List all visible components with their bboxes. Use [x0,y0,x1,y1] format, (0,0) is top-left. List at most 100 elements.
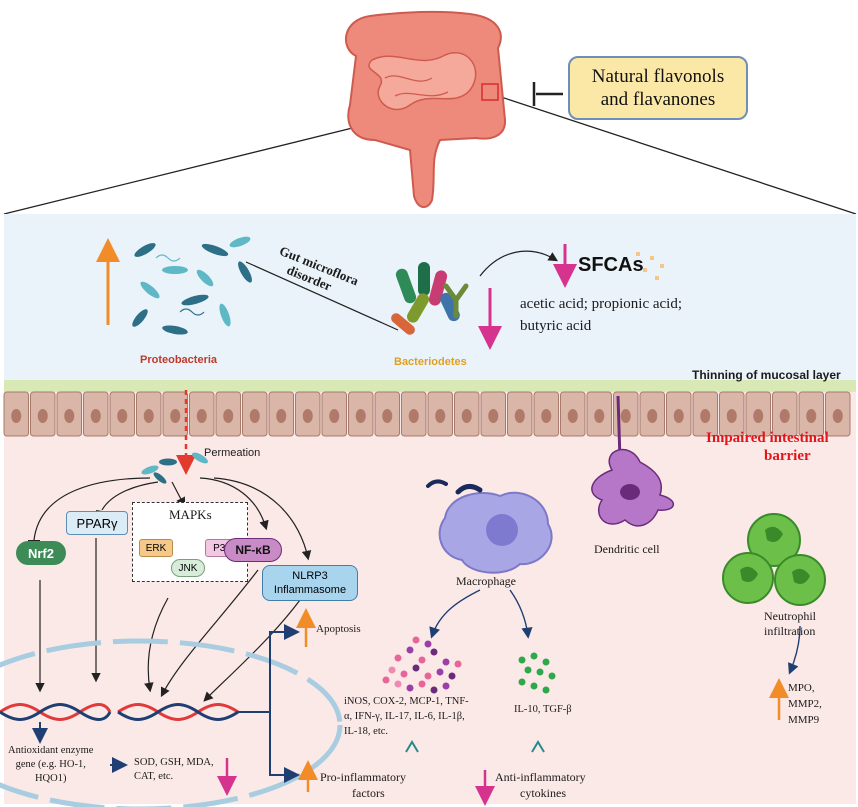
nlrp3-node: NLRP3 Inflammasome [262,565,358,601]
epithelial-nucleus [329,409,340,423]
epithelial-nucleus [382,409,393,423]
dendritic-cell [591,395,674,527]
epithelial-nucleus [753,409,764,423]
epithelial-nucleus [117,409,128,423]
zoom-box [481,83,499,101]
dna-helix-right [117,703,239,721]
sfca-acids-line-1: acetic acid; propionic acid; [520,296,683,312]
epithelial-nucleus [276,409,287,423]
apoptosis-label: Apoptosis [316,623,361,635]
markers-list: MPO, MMP2, MMP9 [788,680,822,728]
pro-inflammatory-dot [394,680,402,688]
proteobacteria-cluster [132,236,252,335]
tissue-bacteria [141,452,208,484]
epithelial-nucleus [726,409,737,423]
impaired-barrier-line-1: Impaired intestinal [706,430,829,446]
neutrophil-cluster [722,513,826,606]
pro-inflammatory-dot [406,684,414,692]
pro-inflammatory-dot [442,658,450,666]
epithelial-nucleus [223,409,234,423]
epithelial-nucleus [302,409,313,423]
pro-inflammatory-dot [382,676,390,684]
pro-list-line-1: iNOS, COX-2, MCP-1, TNF- [344,696,469,707]
antioxidant-enzyme-label: SOD, GSH, MDA, CAT, etc. [134,756,214,784]
bacteriodetes-cluster [391,262,469,335]
pro-inflammatory-dot [400,670,408,678]
nucleus-membrane [0,638,343,807]
epithelial-nucleus [196,409,207,423]
pro-inflammatory-dot [424,672,432,680]
mapks-title: MAPKs [169,507,212,522]
proteobacteria-label: Proteobacteria [140,354,218,366]
epithelial-nucleus [488,409,499,423]
epithelial-nucleus [779,409,790,423]
epithelial-nucleus [594,409,605,423]
antioxidant-enzyme-line-2: CAT, etc. [134,771,174,782]
nrf2-node: Nrf2 [16,541,66,565]
epithelial-nucleus [170,409,181,423]
sfca-title: SFCAs [578,254,644,276]
epithelial-nucleus [673,409,684,423]
nfkb-node: NF-κB [224,538,282,562]
anti-inflammatory-list: IL-10, TGF-β [514,704,572,715]
intestine-illustration [345,10,507,208]
antioxidant-gene-label: Antioxidant enzyme gene (e.g. HO-1, HQO1… [8,744,93,786]
pro-inflammatory-dot [454,660,462,668]
flavonol-line-1: Natural flavonols [591,66,725,87]
epithelial-nucleus [700,409,711,423]
antioxidant-gene-line-3: HQO1) [34,773,67,784]
epithelial-nucleus [647,409,658,423]
epithelial-nucleus [249,409,260,423]
epithelial-nucleus [514,409,525,423]
anti-inflammatory-label-line-2: cytokines [520,786,566,800]
pro-inflammatory-list: iNOS, COX-2, MCP-1, TNF- α, IFN-γ, IL-17… [344,694,469,739]
flavonol-box: Natural flavonols and flavanones [568,56,748,120]
anti-inflammatory-dots [518,652,556,694]
dna-helix-left [0,703,112,721]
antioxidant-gene-line-2: gene (e.g. HO-1, [15,759,86,770]
pro-inflammatory-label-line-2: factors [352,786,385,800]
pro-inflammatory-dot [448,672,456,680]
pro-inflammatory-dot [442,682,450,690]
nlrp3-line-1: NLRP3 [292,570,328,582]
marker-mmp2: MMP2, [788,698,822,710]
pro-inflammatory-dot [388,666,396,674]
epithelial-nucleus [11,409,22,423]
epithelial-nucleus [408,409,419,423]
pro-inflammatory-dot [430,648,438,656]
bacteriodetes-label: Bacteriodetes [394,356,467,368]
antioxidant-enzyme-line-1: SOD, GSH, MDA, [134,757,214,768]
macrophage-cell [426,479,553,574]
sfca-acids-line-2: butyric acid [520,318,592,334]
thinning-mucosal-label: Thinning of mucosal layer [692,368,841,382]
epithelial-nucleus [37,409,48,423]
neutrophil-label-line-2: infiltration [764,624,816,638]
epithelial-nucleus [806,409,817,423]
pro-list-line-3: IL-18, etc. [344,726,389,737]
pro-inflammatory-dot [424,640,432,648]
pro-inflammatory-dots [382,636,462,694]
pro-inflammatory-dot [436,668,444,676]
pro-inflammatory-dot [418,680,426,688]
sfca-particles [636,252,664,280]
neutrophil-label-line-1: Neutrophil [764,609,816,623]
pro-inflammatory-dot [430,686,438,694]
jnk-node: JNK [171,559,205,577]
epithelial-nucleus [143,409,154,423]
macrophage-label: Macrophage [456,574,516,588]
epithelial-nucleus [620,409,631,423]
antioxidant-gene-line-1: Antioxidant enzyme [8,745,94,756]
pro-list-line-2: α, IFN-γ, IL-17, IL-6, IL-1β, [344,711,465,722]
pro-inflammatory-dot [412,664,420,672]
impaired-barrier-line-2: barrier [764,448,811,464]
erk-node: ERK [139,539,173,557]
tissue-panel [4,380,856,804]
epithelial-nucleus [541,409,552,423]
dendritic-cell-label: Dendritic cell [594,542,660,556]
pro-inflammatory-dot [406,646,414,654]
epithelial-nucleus [90,409,101,423]
epithelial-nucleus [461,409,472,423]
epithelium-cells [3,391,851,437]
epithelial-nucleus [435,409,446,423]
